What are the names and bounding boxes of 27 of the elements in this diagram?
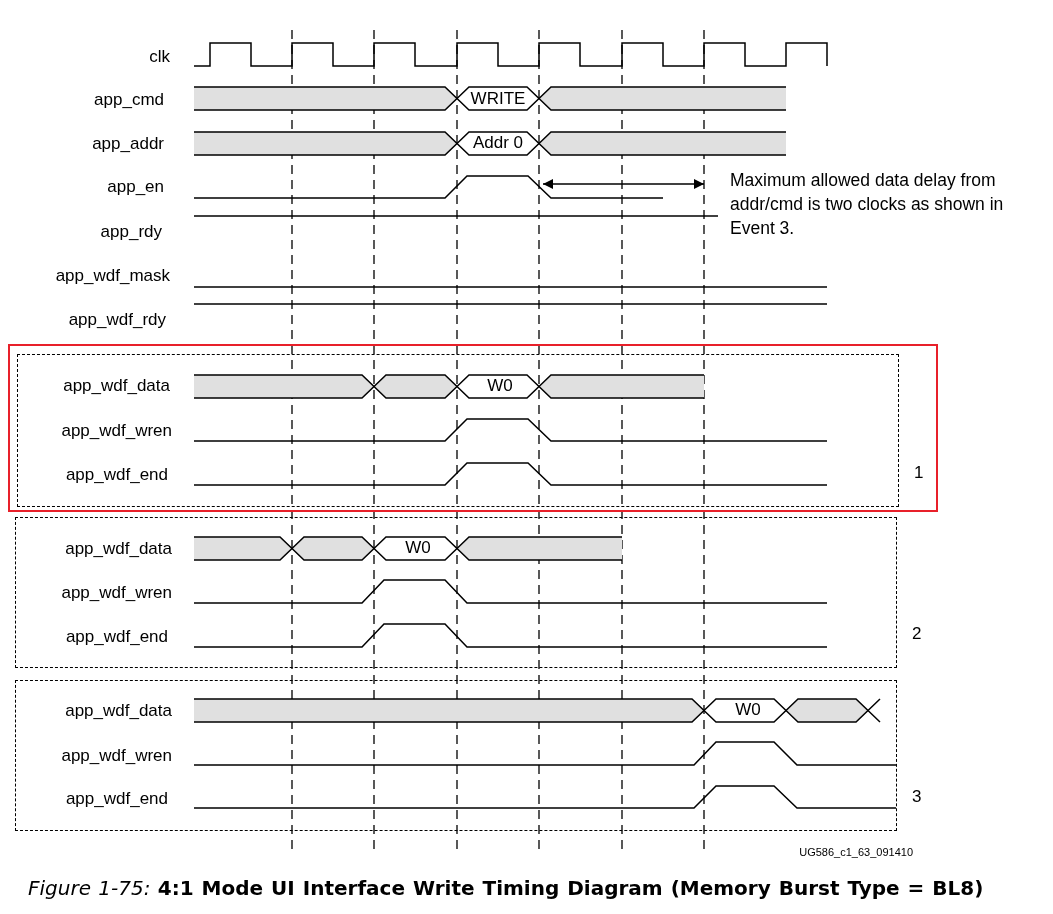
bus-value: WRITE [470,89,526,109]
signal-name: app_wdf_data [65,539,172,559]
signal-name: app_wdf_end [65,627,168,647]
signal-name: app_wdf_end [65,465,168,485]
signal-name: app_wdf_wren [61,746,172,766]
annotation-note: Maximum allowed data delay from addr/cmd is two clocks as shown in Event 3. [730,169,1005,240]
signal-name: app_wdf_wren [61,583,172,603]
bus-value: Addr 0 [472,133,524,153]
signal-name: app_rdy [100,222,162,242]
signal-name: app_wdf_rdy [68,310,166,330]
event-number: 3 [912,787,922,807]
bus-value: W0 [405,538,431,558]
event-number: 2 [912,624,922,644]
figure-id: UG586_c1_63_091410 [799,845,913,859]
signal-name: app_en [107,177,164,197]
signal-name: app_wdf_wren [61,421,172,441]
signal-name: clk [149,47,170,67]
signal-name: app_cmd [94,90,164,110]
signal-name: app_wdf_data [63,376,170,396]
signal-name: app_wdf_end [65,789,168,809]
signal-name: app_wdf_data [65,701,172,721]
bus-value: W0 [735,700,761,720]
signal-name: app_addr [92,134,164,154]
event-number: 1 [914,463,924,483]
signal-name: app_wdf_mask [55,266,170,286]
figure-caption: Figure 1-75: 4:1 Mode UI Interface Write Timing Diagram (Memory Burst Type = BL8) [28,875,984,901]
bus-value: W0 [487,376,513,396]
